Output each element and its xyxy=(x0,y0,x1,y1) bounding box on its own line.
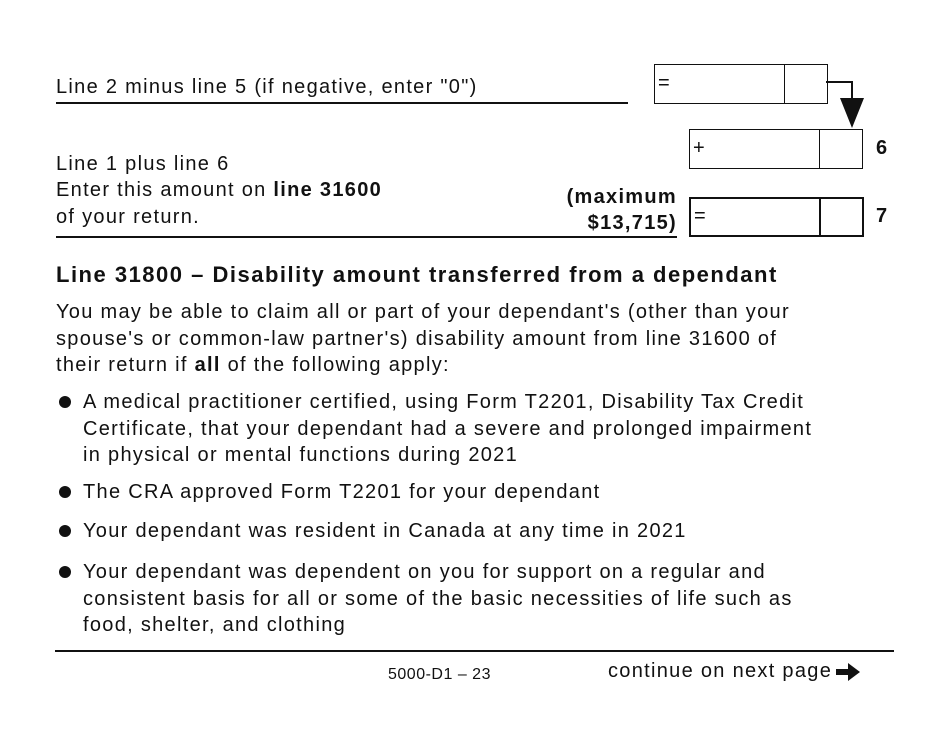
line2-minus-line5-rule xyxy=(56,102,628,104)
bullet-text-line: consistent basis for all or some of the … xyxy=(83,587,793,610)
enter-on-line-31600-label: Enter this amount on line 31600 xyxy=(56,177,382,203)
intro-text: their return if xyxy=(56,354,195,376)
page-id: 5000-D1 – 23 xyxy=(388,666,491,683)
bullet-icon xyxy=(59,396,71,408)
line7-rule xyxy=(56,236,677,238)
intro-text: of the following apply: xyxy=(220,354,450,376)
line2-minus-line5-label: Line 2 minus line 5 (if negative, enter … xyxy=(56,76,478,98)
plus-sign: + xyxy=(693,137,705,159)
intro-line-1: You may be able to claim all or part of … xyxy=(56,301,790,323)
line-31600-ref: line 31600 xyxy=(273,179,383,201)
bullet-item-3: Your dependant was resident in Canada at… xyxy=(83,518,687,545)
bullet-icon xyxy=(59,566,71,578)
all-emphasis: all xyxy=(194,354,221,376)
line7-amount-field[interactable]: = xyxy=(689,197,864,237)
bullet-icon xyxy=(59,486,71,498)
bullet-text-line: Your dependant was dependent on you for … xyxy=(83,561,766,583)
cents-divider xyxy=(784,65,785,103)
section-intro: You may be able to claim all or part of … xyxy=(56,299,916,379)
bullet-text-line: The CRA approved Form T2201 for your dep… xyxy=(83,481,601,503)
bullet-item-1: A medical practitioner certified, using … xyxy=(83,389,812,469)
bullet-item-2: The CRA approved Form T2201 for your dep… xyxy=(83,479,600,506)
line1-plus-line6-label: Line 1 plus line 6 xyxy=(56,153,230,175)
intro-line-3: their return if all of the following app… xyxy=(56,352,916,379)
bullet-item-4: Your dependant was dependent on you for … xyxy=(83,559,793,639)
bullet-icon xyxy=(59,525,71,537)
equals-sign: = xyxy=(658,72,670,94)
arrow-right-icon xyxy=(836,662,861,681)
section-heading: Line 31800 – Disability amount transferr… xyxy=(56,262,778,287)
cents-divider xyxy=(819,130,820,168)
equals-sign: = xyxy=(694,205,706,227)
line-number-6: 6 xyxy=(876,137,888,159)
footer-rule xyxy=(55,650,894,652)
carry-down-arrow-icon xyxy=(826,81,864,128)
bullet-text-line: A medical practitioner certified, using … xyxy=(83,391,805,413)
line-number-7: 7 xyxy=(876,205,888,227)
bullet-text-line: food, shelter, and clothing xyxy=(83,614,347,636)
bullet-text-line: Certificate, that your dependant had a s… xyxy=(83,417,813,440)
line6-amount-field[interactable]: + xyxy=(689,129,863,169)
cents-divider xyxy=(819,199,821,235)
of-your-return-label: of your return. xyxy=(56,206,201,228)
maximum-label: (maximum xyxy=(566,186,677,208)
intro-line-2: spouse's or common-law partner's) disabi… xyxy=(56,327,778,350)
bullet-text-line: in physical or mental functions during 2… xyxy=(83,444,519,466)
bullet-text-line: Your dependant was resident in Canada at… xyxy=(83,520,687,542)
line2-minus-line5-amount-field[interactable]: = xyxy=(654,64,828,104)
maximum-amount: $13,715) xyxy=(587,212,677,234)
continue-label: continue on next page xyxy=(608,660,833,682)
enter-amount-text: Enter this amount on xyxy=(56,179,274,201)
continue-on-next-page[interactable]: continue on next page xyxy=(608,660,862,683)
